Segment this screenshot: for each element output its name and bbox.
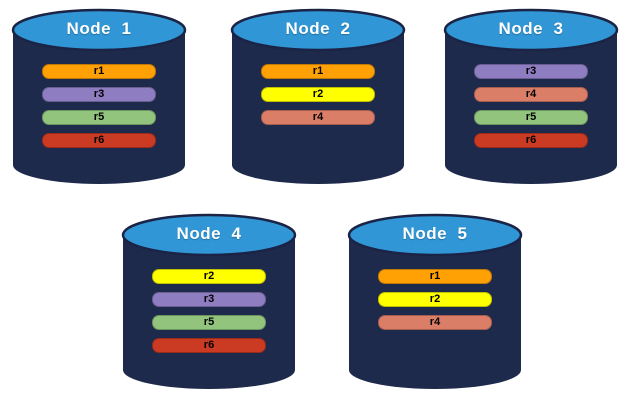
- node-title: Node 5: [402, 224, 468, 243]
- replica-bar-r1: r1: [378, 269, 492, 284]
- cylinder-top: [347, 213, 523, 257]
- cylinder-top: [121, 213, 297, 257]
- node-title: Node 3: [498, 19, 564, 38]
- replica-bar-r6: r6: [474, 133, 588, 148]
- replica-bar-r6: r6: [152, 338, 266, 353]
- replica-list: r2 r3 r5 r6: [120, 269, 298, 353]
- replica-bar-r2: r2: [378, 292, 492, 307]
- replica-bar-r1: r1: [261, 64, 375, 79]
- replica-bar-r5: r5: [152, 315, 266, 330]
- replica-bar-r4: r4: [261, 110, 375, 125]
- node-2: Node 2 r1 r2 r4: [229, 7, 407, 189]
- replica-bar-r4: r4: [378, 315, 492, 330]
- replica-bar-r5: r5: [42, 110, 156, 125]
- node-title: Node 1: [66, 19, 132, 38]
- replica-list: r3 r4 r5 r6: [442, 64, 620, 148]
- replica-bar-r4: r4: [474, 87, 588, 102]
- replica-bar-r3: r3: [152, 292, 266, 307]
- node-title: Node 4: [176, 224, 242, 243]
- node-title: Node 2: [285, 19, 351, 38]
- replica-list: r1 r3 r5 r6: [10, 64, 188, 148]
- replica-bar-r2: r2: [152, 269, 266, 284]
- replica-bar-r2: r2: [261, 87, 375, 102]
- node-1: Node 1 r1 r3 r5 r6: [10, 7, 188, 189]
- replica-bar-r3: r3: [42, 87, 156, 102]
- replica-bar-r6: r6: [42, 133, 156, 148]
- replica-bar-r1: r1: [42, 64, 156, 79]
- node-3: Node 3 r3 r4 r5 r6: [442, 7, 620, 189]
- cylinder-top: [443, 8, 619, 52]
- cylinder-top: [11, 8, 187, 52]
- cylinder-top: [230, 8, 406, 52]
- replica-bar-r5: r5: [474, 110, 588, 125]
- replica-bar-r3: r3: [474, 64, 588, 79]
- node-4: Node 4 r2 r3 r5 r6: [120, 212, 298, 394]
- node-5: Node 5 r1 r2 r4: [346, 212, 524, 394]
- replica-list: r1 r2 r4: [346, 269, 524, 330]
- replica-list: r1 r2 r4: [229, 64, 407, 125]
